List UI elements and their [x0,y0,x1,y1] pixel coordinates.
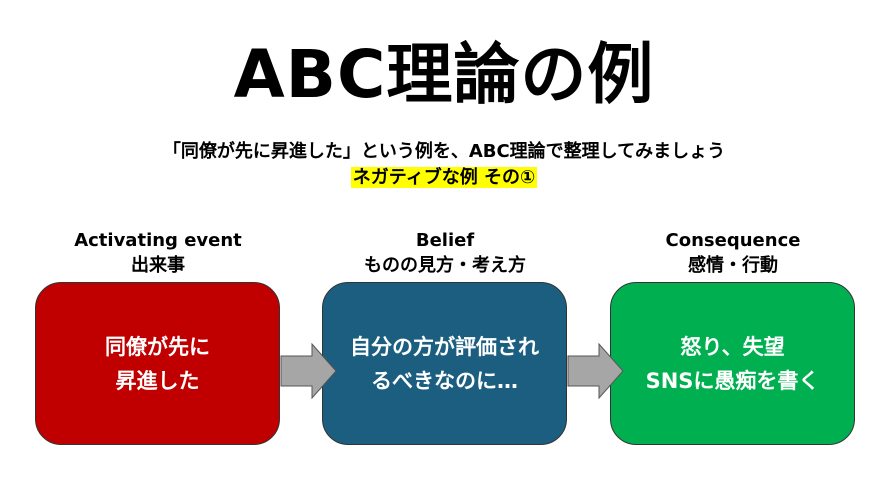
box-text-line: 自分の方が評価され [350,334,539,359]
highlight-text: ネガティブな例 その① [350,167,538,188]
highlight-line: ネガティブな例 その① [0,166,888,190]
box-consequence: 怒り、失望 SNSに愚痴を書く [610,282,855,445]
label-consequence: Consequence 感情・行動 [593,228,873,278]
box-text-line: 昇進した [115,368,200,393]
label-subheading: 出来事 [131,255,185,276]
box-text-line: 怒り、失望 [680,334,785,359]
slide-title: ABC理論の例 [233,36,655,113]
label-heading: Activating event [74,230,242,251]
label-heading: Belief [415,230,475,251]
arrow-right-icon [567,343,624,399]
box-text-line: SNSに愚痴を書く [645,368,820,393]
box-text-line: 同僚が先に [105,334,210,359]
label-subheading: ものの見方・考え方 [364,255,526,276]
label-subheading: 感情・行動 [688,255,778,276]
box-activating-event: 同僚が先に昇進した [35,282,280,445]
label-heading: Consequence [665,230,801,251]
label-activating-event: Activating event 出来事 [18,228,298,278]
label-belief: Belief ものの見方・考え方 [305,228,585,278]
box-belief: 自分の方が評価されるべきなのに… [322,282,567,445]
arrow-right-icon [280,343,337,399]
box-text-line: るべきなのに… [371,368,518,393]
slide-subtitle: 「同僚が先に昇進した」という例を、ABC理論で整理してみましょう [162,141,726,162]
